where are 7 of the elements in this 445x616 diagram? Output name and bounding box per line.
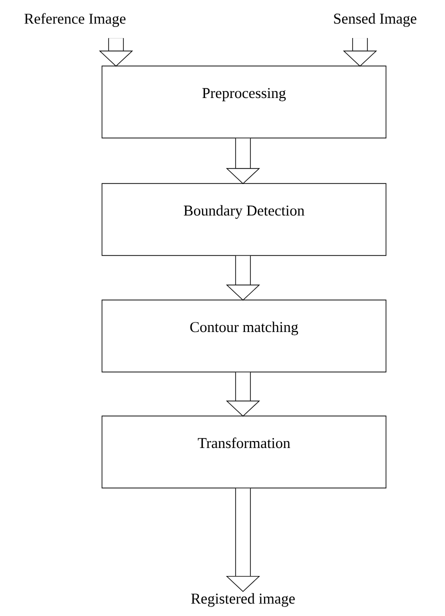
label-text: Reference Image [24, 13, 126, 27]
process-box: Transformation [102, 416, 386, 488]
process-box: Preprocessing [102, 66, 386, 138]
process-box: Contour matching [102, 300, 386, 372]
label-text: Registered image [191, 593, 295, 607]
process-box: Boundary Detection [102, 183, 386, 256]
label-text: Sensed Image [334, 13, 416, 27]
